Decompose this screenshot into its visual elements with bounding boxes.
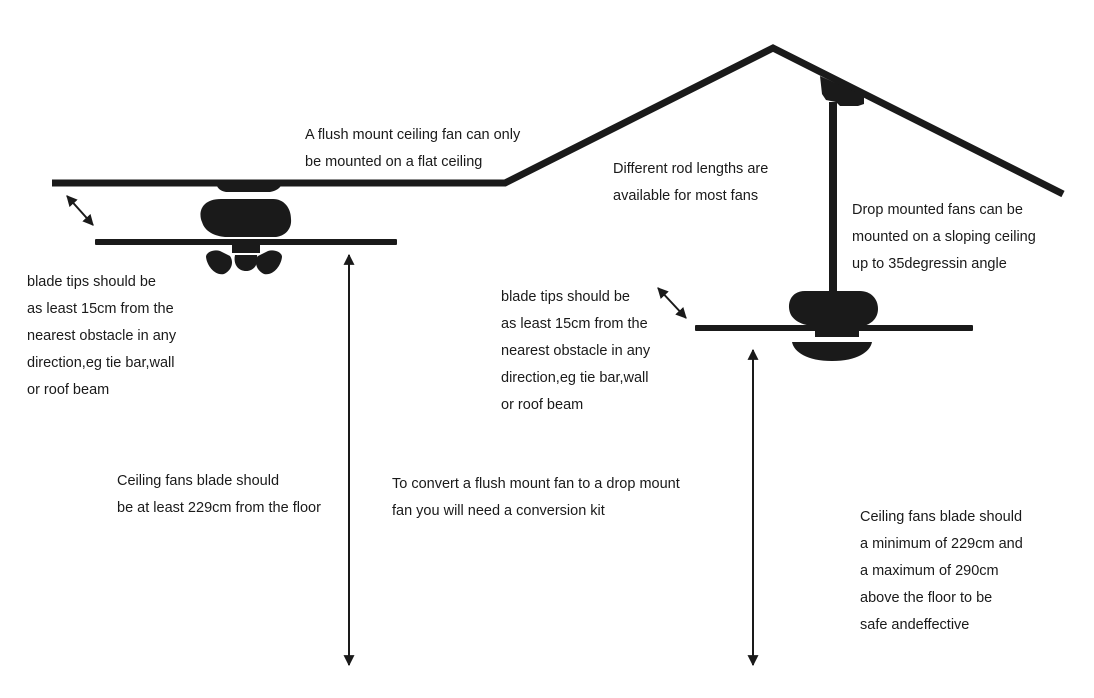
drop-mount-note: Drop mounted fans can be mounted on a sl… xyxy=(852,197,1036,278)
flush-mount-note: A flush mount ceiling fan can only be mo… xyxy=(305,122,520,176)
rod-lengths-note-line-1: Different rod lengths are xyxy=(613,161,769,177)
floor-height-right-note-line-4: above the floor to be xyxy=(860,590,993,606)
conversion-kit-note: To convert a flush mount fan to a drop m… xyxy=(392,471,680,525)
floor-height-left-note: Ceiling fans blade should be at least 22… xyxy=(117,468,321,522)
drop-mount-note-line-2: mounted on a sloping ceiling xyxy=(852,229,1036,245)
conversion-kit-note-line-1: To convert a flush mount fan to a drop m… xyxy=(392,476,680,492)
floor-height-left-note-line-2: be at least 229cm from the floor xyxy=(117,500,321,516)
left-clearance-note-line-2: as least 15cm from the xyxy=(27,301,174,317)
left-clearance-note-line-4: direction,eg tie bar,wall xyxy=(27,355,175,371)
floor-height-left-note-line-1: Ceiling fans blade should xyxy=(117,473,280,489)
arrows xyxy=(66,195,759,667)
floor-height-right-note-line-2: a minimum of 229cm and xyxy=(860,536,1023,552)
flush-mount-note-line-2: be mounted on a flat ceiling xyxy=(305,154,483,170)
floor-height-right-note-line-5: safe andeffective xyxy=(860,617,970,633)
drop-mount-note-line-3: up to 35degressin angle xyxy=(852,256,1007,272)
ceiling-line xyxy=(52,44,1065,198)
clearance-arrow-middle xyxy=(657,287,687,319)
left-clearance-note-line-3: nearest obstacle in any xyxy=(27,328,177,344)
rod-lengths-note-line-2: available for most fans xyxy=(613,188,759,204)
drop-mount-fan xyxy=(695,76,973,361)
middle-clearance-note: blade tips should be as least 15cm from … xyxy=(501,284,650,419)
left-clearance-note: blade tips should be as least 15cm from … xyxy=(27,269,176,404)
floor-height-right-note-line-3: a maximum of 290cm xyxy=(860,563,999,579)
flush-mount-fan xyxy=(95,183,397,275)
middle-clearance-note-line-2: as least 15cm from the xyxy=(501,316,648,332)
middle-clearance-note-line-1: blade tips should be xyxy=(501,289,630,305)
left-clearance-note-line-1: blade tips should be xyxy=(27,274,156,290)
drop-mount-note-line-1: Drop mounted fans can be xyxy=(852,202,1023,218)
floor-height-right-note-line-1: Ceiling fans blade should xyxy=(860,509,1023,525)
clearance-arrow-left xyxy=(66,195,94,226)
rod-lengths-note: Different rod lengths are available for … xyxy=(613,156,768,210)
floor-height-right-note: Ceiling fans blade should a minimum of 2… xyxy=(860,504,1023,639)
flush-mount-note-line-1: A flush mount ceiling fan can only xyxy=(305,127,521,143)
middle-clearance-note-line-5: or roof beam xyxy=(501,397,584,413)
conversion-kit-note-line-2: fan you will need a conversion kit xyxy=(392,503,605,519)
left-clearance-note-line-5: or roof beam xyxy=(27,382,110,398)
middle-clearance-note-line-4: direction,eg tie bar,wall xyxy=(501,370,649,386)
middle-clearance-note-line-3: nearest obstacle in any xyxy=(501,343,651,359)
